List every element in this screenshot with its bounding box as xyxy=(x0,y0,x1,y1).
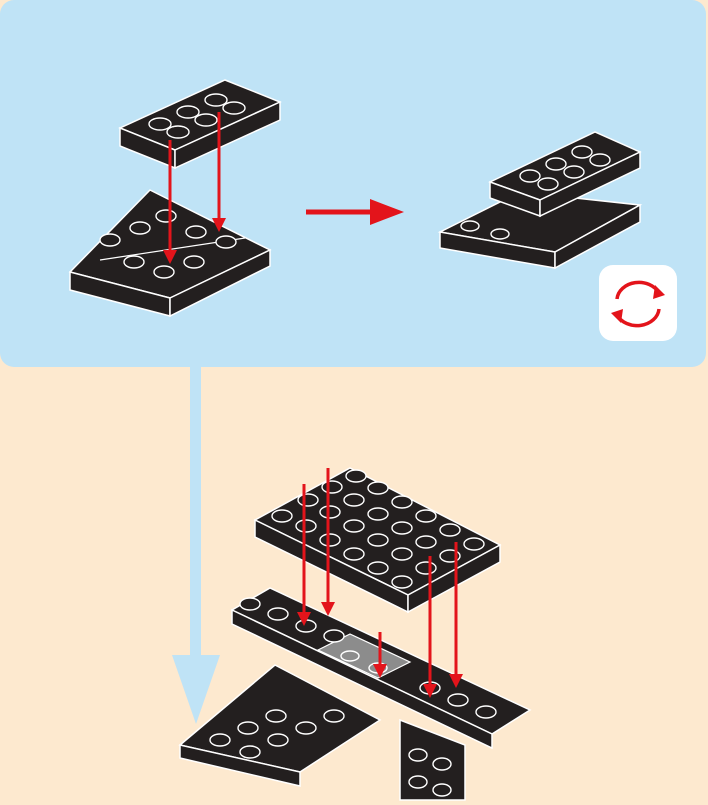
arrow-right-icon xyxy=(306,199,404,225)
rotate-icon xyxy=(599,265,677,341)
arrow-down-left-icon xyxy=(172,367,220,724)
rotate-button[interactable] xyxy=(599,265,677,341)
plate-4x6-part xyxy=(255,468,500,612)
fuselage-wing-assembly xyxy=(180,588,530,800)
subassembly-result xyxy=(440,132,640,268)
plate-2x4-part xyxy=(120,80,280,168)
